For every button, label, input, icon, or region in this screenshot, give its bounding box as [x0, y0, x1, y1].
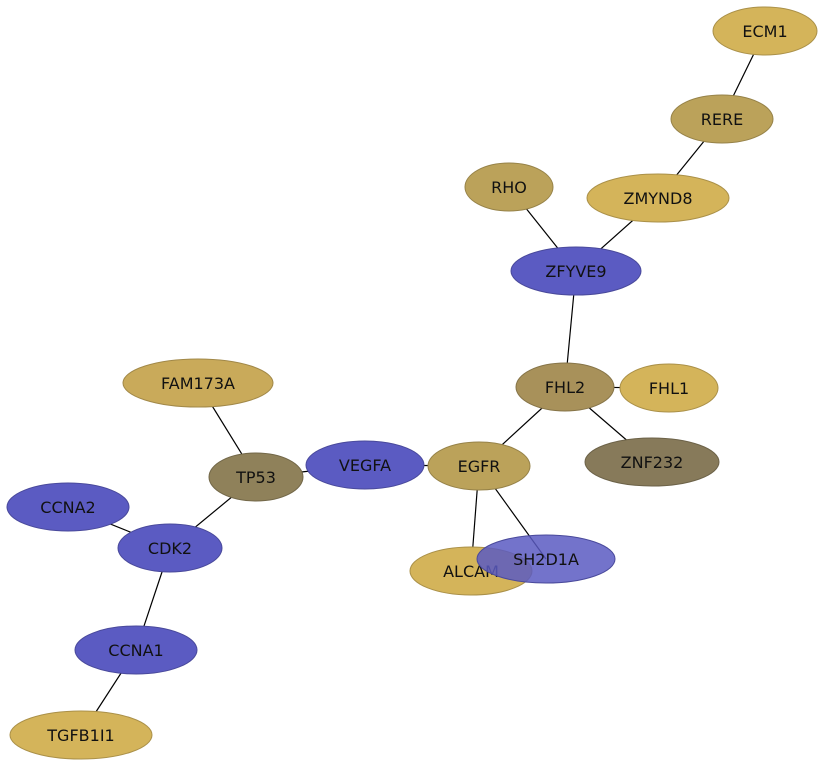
node-tp53[interactable]: TP53 [208, 452, 304, 502]
node-ecm1-ellipse[interactable] [712, 6, 818, 56]
node-fhl2[interactable]: FHL2 [515, 362, 615, 412]
node-znf232-label: ZNF232 [621, 453, 684, 472]
node-tp53-ellipse[interactable] [208, 452, 304, 502]
node-rho[interactable]: RHO [464, 162, 554, 212]
node-ccna2-label: CCNA2 [40, 498, 95, 517]
node-cdk2-label: CDK2 [148, 539, 192, 558]
node-fhl1[interactable]: FHL1 [619, 363, 719, 413]
node-rho-label: RHO [491, 178, 527, 197]
node-sh2d1a-ellipse[interactable] [476, 534, 616, 584]
node-ccna1[interactable]: CCNA1 [74, 625, 198, 675]
node-vegfa-label: VEGFA [339, 456, 391, 475]
node-egfr-label: EGFR [458, 457, 501, 476]
node-zfyve9[interactable]: ZFYVE9 [510, 246, 642, 296]
node-fam173a-ellipse[interactable] [122, 358, 274, 408]
node-ccna1-ellipse[interactable] [74, 625, 198, 675]
node-fhl2-label: FHL2 [545, 378, 585, 397]
node-ccna2-ellipse[interactable] [6, 482, 130, 532]
node-ccna2[interactable]: CCNA2 [6, 482, 130, 532]
node-tgfb1i1-label: TGFB1I1 [46, 726, 114, 745]
node-rho-ellipse[interactable] [464, 162, 554, 212]
node-tp53-label: TP53 [235, 468, 276, 487]
node-znf232-ellipse[interactable] [584, 437, 720, 487]
node-fam173a[interactable]: FAM173A [122, 358, 274, 408]
node-sh2d1a-label: SH2D1A [513, 550, 579, 569]
node-vegfa-ellipse[interactable] [305, 440, 425, 490]
node-sh2d1a[interactable]: SH2D1A [476, 534, 616, 584]
node-vegfa[interactable]: VEGFA [305, 440, 425, 490]
node-zmynd8-ellipse[interactable] [586, 173, 730, 223]
node-egfr-ellipse[interactable] [427, 441, 531, 491]
node-egfr[interactable]: EGFR [427, 441, 531, 491]
node-fhl1-label: FHL1 [649, 379, 689, 398]
node-rere-label: RERE [701, 110, 743, 129]
node-tgfb1i1[interactable]: TGFB1I1 [9, 710, 153, 760]
node-fhl2-ellipse[interactable] [515, 362, 615, 412]
node-zmynd8-label: ZMYND8 [623, 189, 692, 208]
node-fhl1-ellipse[interactable] [619, 363, 719, 413]
node-tgfb1i1-ellipse[interactable] [9, 710, 153, 760]
node-znf232[interactable]: ZNF232 [584, 437, 720, 487]
node-rere-ellipse[interactable] [670, 94, 774, 144]
node-ccna1-label: CCNA1 [108, 641, 163, 660]
node-fam173a-label: FAM173A [161, 374, 235, 393]
node-ecm1-label: ECM1 [742, 22, 787, 41]
node-rere[interactable]: RERE [670, 94, 774, 144]
node-cdk2[interactable]: CDK2 [117, 523, 223, 573]
node-zmynd8[interactable]: ZMYND8 [586, 173, 730, 223]
node-zfyve9-label: ZFYVE9 [545, 262, 606, 281]
node-ecm1[interactable]: ECM1 [712, 6, 818, 56]
node-zfyve9-ellipse[interactable] [510, 246, 642, 296]
node-cdk2-ellipse[interactable] [117, 523, 223, 573]
